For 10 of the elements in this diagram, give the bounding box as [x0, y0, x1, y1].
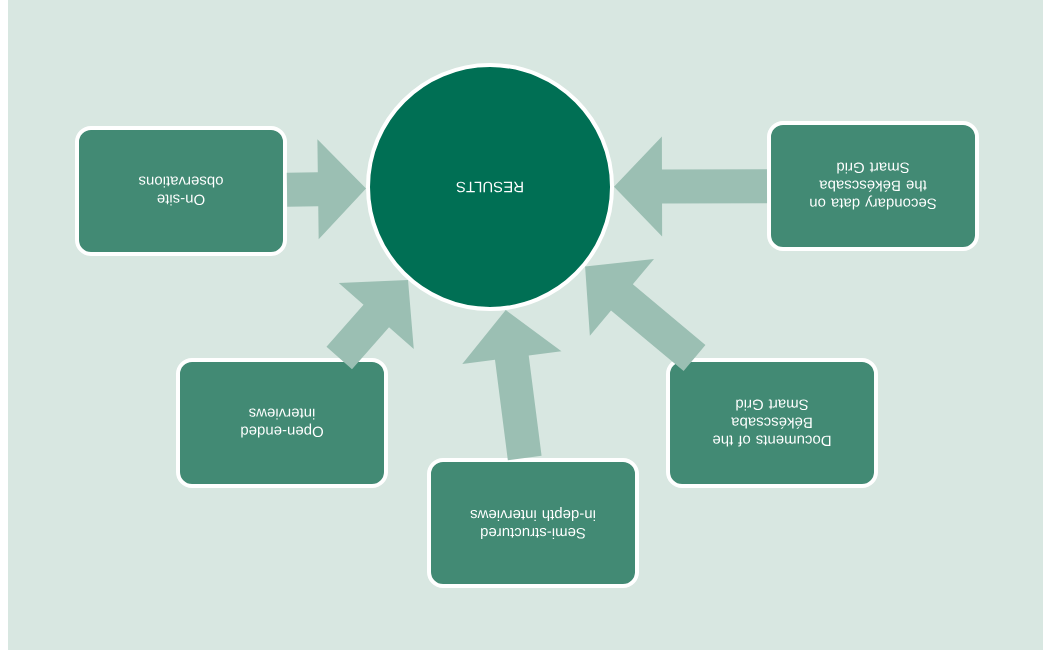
block-arrow: [614, 136, 768, 237]
source-box: Open-ended interviews: [176, 358, 388, 488]
block-arrow: [286, 139, 366, 240]
source-box: Semi-structured in-depth interviews: [427, 458, 639, 588]
block-arrow: [585, 259, 706, 372]
block-arrow: [462, 310, 562, 461]
block-arrow: [326, 280, 414, 370]
source-box: Secondary data on the Békéscsaba Smart Grid: [767, 121, 979, 251]
source-box: Documents of the Békéscsaba Smart Grid: [666, 358, 878, 488]
source-box: On-site observations: [75, 126, 287, 256]
